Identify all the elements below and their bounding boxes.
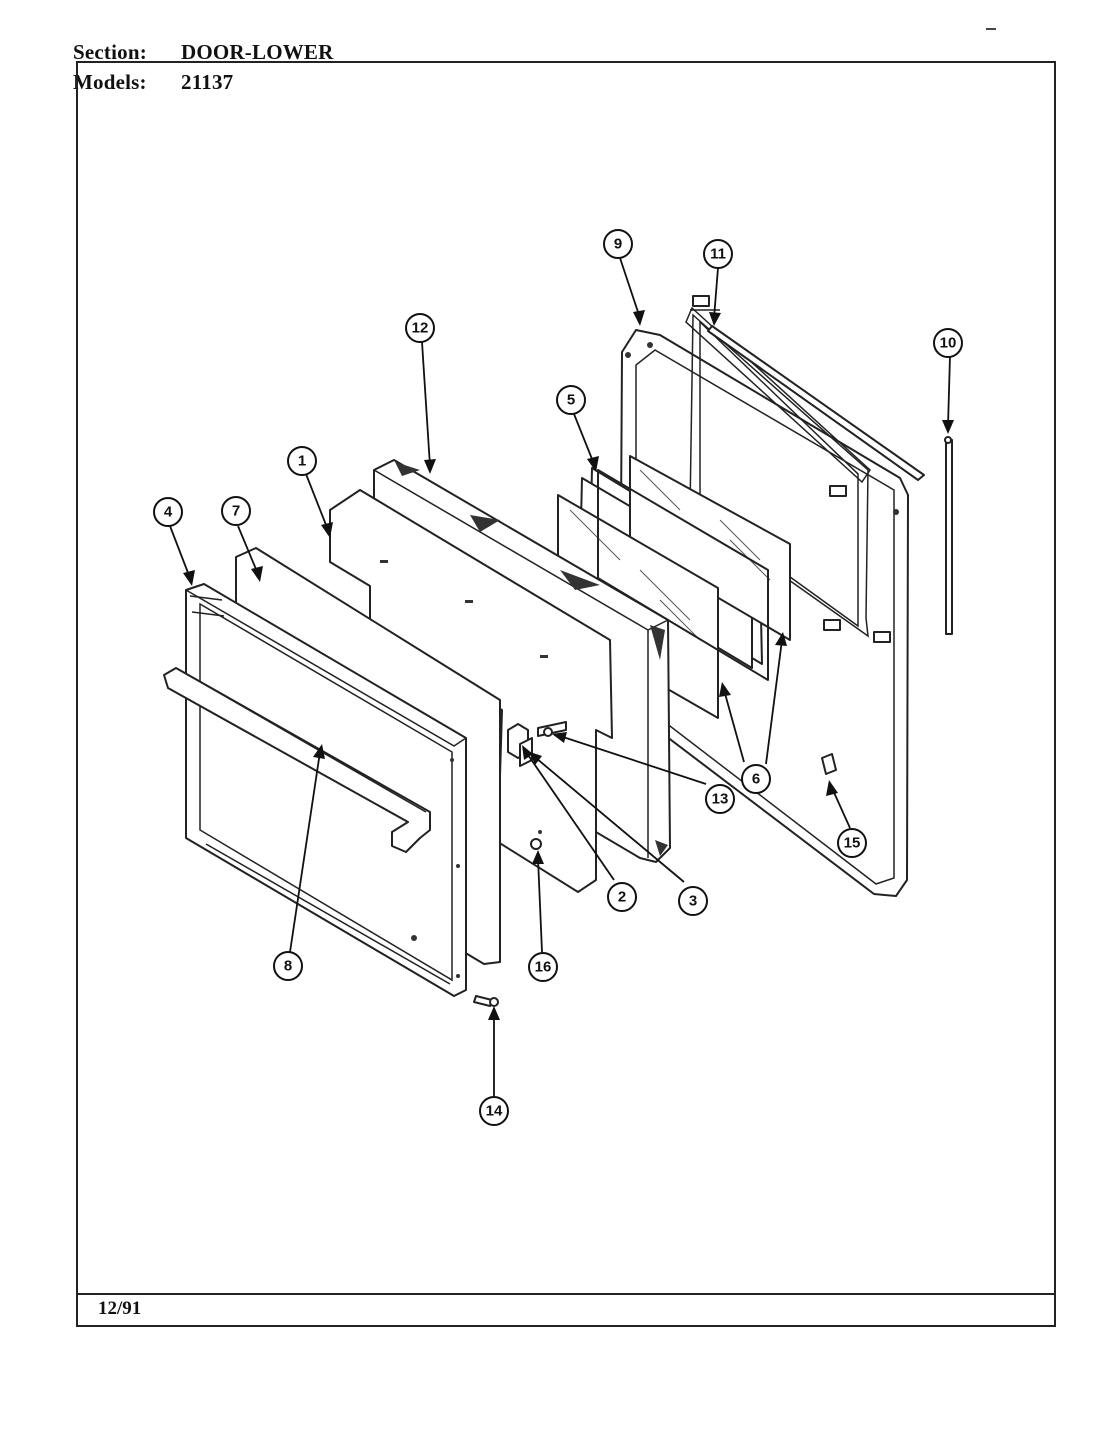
part-screw — [473, 995, 499, 1007]
callout-1-label: 1 — [298, 453, 306, 470]
part-door-handle — [163, 667, 431, 853]
callout-2-label: 2 — [618, 889, 626, 906]
callout-14: 14 — [479, 1096, 509, 1126]
callout-12-label: 12 — [412, 320, 429, 337]
models-label: Models: — [73, 70, 147, 94]
callout-13: 13 — [705, 784, 735, 814]
section-value: DOOR-LOWER — [181, 40, 334, 64]
part-clip — [821, 753, 837, 775]
callout-9: 9 — [603, 229, 633, 259]
section-label: Section: — [73, 40, 147, 64]
callout-15: 15 — [837, 828, 867, 858]
models-header: Models: 21137 — [73, 70, 233, 95]
callout-1: 1 — [287, 446, 317, 476]
callout-5-label: 5 — [567, 392, 575, 409]
callout-6: 6 — [741, 764, 771, 794]
callout-3-label: 3 — [689, 893, 697, 910]
models-value: 21137 — [181, 70, 234, 94]
callout-14-label: 14 — [486, 1103, 503, 1120]
callout-6-label: 6 — [752, 771, 760, 788]
callout-9-label: 9 — [614, 236, 622, 253]
part-side-rod — [944, 436, 953, 635]
callout-11-label: 11 — [710, 246, 726, 263]
footer-date: 12/91 — [98, 1298, 142, 1319]
page-frame — [76, 61, 1056, 1327]
part-washer — [530, 830, 542, 850]
callout-13-label: 13 — [712, 791, 729, 808]
callout-3: 3 — [678, 886, 708, 916]
callout-7: 7 — [221, 496, 251, 526]
callout-8: 8 — [273, 951, 303, 981]
callout-5: 5 — [556, 385, 586, 415]
corner-mark — [986, 28, 996, 30]
part-top-rod — [707, 325, 925, 481]
part-outer-door-frame — [185, 583, 467, 997]
callout-11: 11 — [703, 239, 733, 269]
callout-16: 16 — [528, 952, 558, 982]
leader-lines — [169, 257, 954, 1096]
callout-4: 4 — [153, 497, 183, 527]
callout-8-label: 8 — [284, 958, 292, 975]
callout-7-label: 7 — [232, 503, 240, 520]
callout-12: 12 — [405, 313, 435, 343]
callout-10-label: 10 — [940, 335, 957, 352]
callout-4-label: 4 — [164, 504, 173, 521]
footer-rule — [76, 1293, 1056, 1295]
callout-15-label: 15 — [844, 835, 861, 852]
section-header: Section: DOOR-LOWER — [73, 40, 334, 65]
callout-2: 2 — [607, 882, 637, 912]
callout-10: 10 — [933, 328, 963, 358]
callout-16-label: 16 — [535, 959, 552, 976]
